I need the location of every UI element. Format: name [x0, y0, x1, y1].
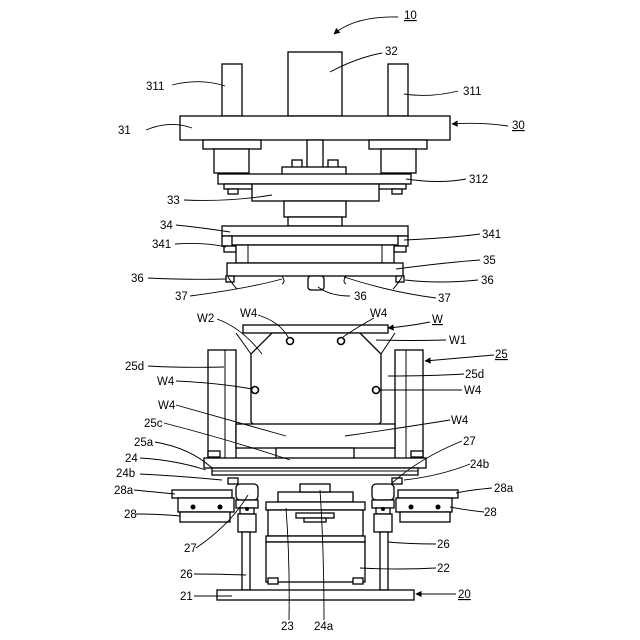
label-28a-right: 28a: [494, 483, 514, 495]
label-w4-top-left: W4: [240, 308, 258, 320]
label-21: 21: [180, 591, 193, 603]
label-24a: 24a: [314, 621, 334, 633]
lower-assembly: [172, 478, 458, 600]
label-w4-low-left: W4: [158, 400, 176, 412]
label-36-right: 36: [481, 275, 494, 287]
label-341-right: 341: [482, 229, 501, 241]
cylinder-32: [288, 52, 342, 116]
label-23: 23: [281, 621, 294, 633]
label-36-center: 36: [354, 291, 367, 303]
label-28a-left: 28a: [114, 485, 134, 497]
label-27-top: 27: [463, 436, 476, 448]
label-311-right: 311: [463, 86, 481, 98]
plate-312: [218, 174, 411, 184]
label-w4-mid-right: W4: [464, 385, 482, 397]
label-w4-mid-left: W4: [157, 376, 175, 388]
hole-w4: [373, 387, 380, 394]
post-26-left: [242, 532, 250, 590]
upper-assembly: [180, 52, 450, 290]
post-311-right: [388, 64, 408, 116]
label-33: 33: [167, 195, 180, 207]
label-341-left: 341: [152, 239, 171, 251]
hole-w4: [287, 338, 294, 345]
label-27-bottom: 27: [184, 543, 197, 555]
post-311-left: [222, 64, 242, 116]
label-10: 10: [404, 10, 417, 22]
base-21: [217, 590, 414, 600]
label-24b-right: 24b: [470, 459, 489, 471]
label-312: 312: [469, 174, 488, 186]
label-22: 22: [437, 563, 450, 575]
label-w1: W1: [449, 335, 466, 347]
label-34: 34: [160, 220, 173, 232]
hole-w4: [338, 338, 345, 345]
label-30: 30: [512, 120, 525, 132]
label-20: 20: [458, 589, 471, 601]
plate-34: [222, 226, 408, 236]
hole-w4: [252, 387, 259, 394]
label-28-left: 28: [124, 509, 137, 521]
label-36-left: 36: [131, 273, 144, 285]
label-28-right: 28: [484, 507, 497, 519]
post-26-right: [380, 532, 388, 590]
plate-35: [227, 263, 403, 276]
label-25: 25: [495, 349, 508, 361]
label-311-left: 311: [146, 81, 164, 93]
label-25c: 25c: [144, 418, 163, 430]
label-35: 35: [483, 255, 496, 267]
plate-24: [204, 458, 426, 468]
block-33: [252, 184, 379, 201]
label-37-right: 37: [438, 293, 451, 305]
label-25a: 25a: [134, 437, 154, 449]
plate-31: [180, 116, 450, 140]
label-26-right: 26: [437, 539, 450, 551]
label-26-left: 26: [180, 569, 193, 581]
body-22: [266, 536, 365, 542]
label-w2: W2: [197, 313, 214, 325]
label-w4-top-right: W4: [370, 308, 388, 320]
label-w4-low-right: W4: [451, 415, 469, 427]
label-24b-left: 24b: [116, 468, 135, 480]
plate-w: [243, 325, 388, 333]
label-37-left: 37: [175, 291, 188, 303]
label-25d-left: 25d: [125, 361, 144, 373]
label-25d-right: 25d: [465, 369, 484, 381]
label-w: W: [432, 314, 443, 326]
label-31: 31: [118, 125, 131, 137]
label-24: 24: [125, 453, 138, 465]
label-32: 32: [385, 46, 398, 58]
